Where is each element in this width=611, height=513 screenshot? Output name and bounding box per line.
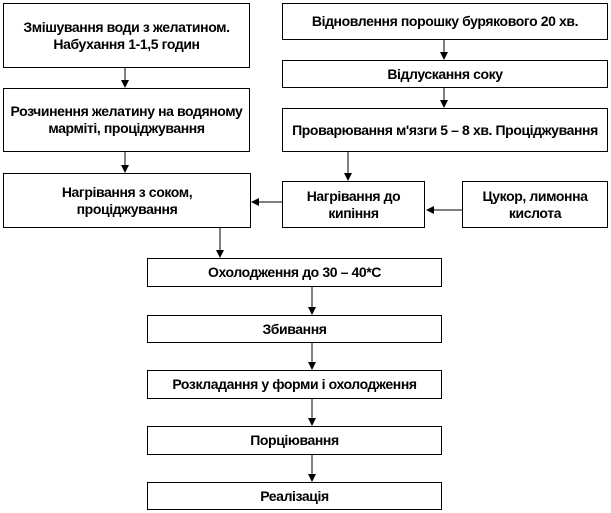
step-boil-pulp: Проварювання м'язги 5 – 8 хв. Проціджува… [282,108,608,152]
step-sale: Реалізація [147,482,442,510]
step-whip: Збивання [147,315,442,343]
step-restore: Відновлення порошку бурякового 20 хв. [282,3,608,40]
step-mix: Змішування води з желатином. Набухання 1… [3,3,250,68]
step-portion: Порціювання [147,426,442,455]
step-heat-juice: Нагрівання з соком, проціджування [3,173,251,228]
step-dissolve: Розчинення желатину на водяному марміті,… [3,88,250,152]
step-sugar: Цукор, лимонна кислота [462,181,608,228]
step-mold: Розкладання у форми і охолодження [147,370,442,399]
step-heat-boil: Нагрівання до кипіння [282,181,425,228]
step-cool: Охолодження до 30 – 40*С [147,258,442,287]
step-juice: Відлускання соку [282,60,608,88]
